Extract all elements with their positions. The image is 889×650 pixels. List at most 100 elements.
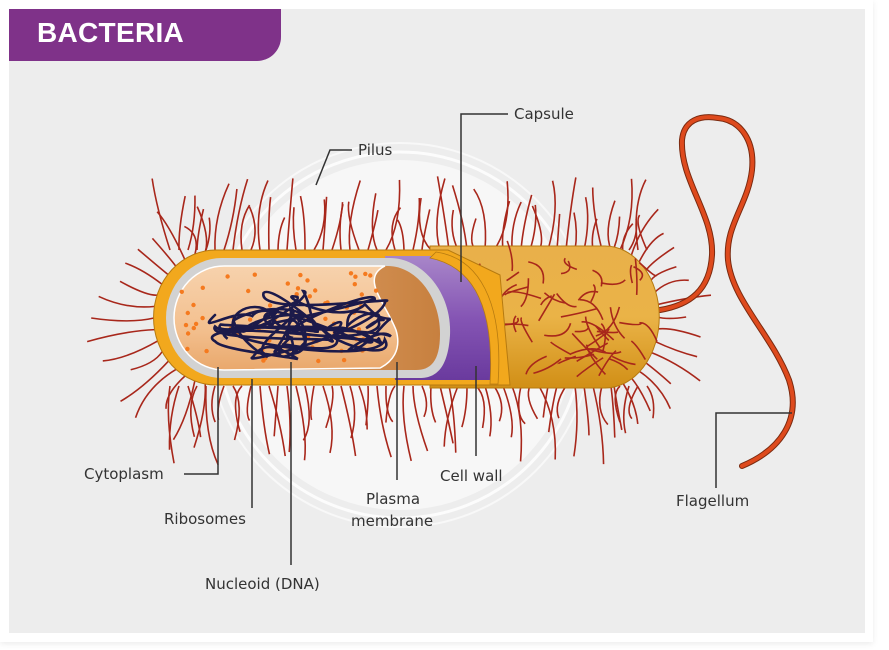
- pilus-leader: [315, 149, 352, 186]
- pilus: [268, 385, 286, 457]
- dna-strand: [207, 289, 392, 361]
- pilus: [371, 193, 378, 251]
- label-ribosomes: Ribosomes: [164, 510, 246, 528]
- pilus: [365, 385, 370, 426]
- pilus: [630, 208, 659, 257]
- pilus: [292, 207, 297, 251]
- capsule-pilus: [563, 257, 578, 271]
- pilus: [391, 207, 402, 251]
- pilus: [348, 180, 362, 251]
- pilus: [248, 206, 256, 251]
- label-capsule: Capsule: [514, 105, 574, 123]
- capsule-pilus: [520, 278, 530, 308]
- ribosome: [225, 274, 230, 279]
- pilus: [583, 197, 589, 251]
- ribosome: [185, 346, 190, 352]
- pilus: [421, 209, 431, 251]
- pilus: [358, 385, 368, 430]
- pilus: [232, 178, 249, 251]
- capsule-pilus: [577, 290, 599, 301]
- ribosome: [252, 272, 257, 277]
- pilus: [637, 232, 664, 264]
- pilus: [621, 223, 634, 252]
- ribosome: [200, 285, 205, 290]
- pilus: [190, 385, 198, 438]
- pilus: [98, 295, 156, 308]
- pilus: [322, 196, 328, 251]
- pilus: [91, 317, 155, 322]
- capsule-pilus: [611, 355, 636, 366]
- capsule-pilus: [595, 325, 610, 341]
- capsule-pilus: [557, 355, 577, 365]
- pilus: [547, 385, 558, 433]
- pilus: [547, 180, 556, 251]
- ribosome: [193, 321, 199, 327]
- pilus: [511, 385, 523, 462]
- capsule-pilus: [634, 258, 638, 295]
- capsule-pilus: [638, 261, 658, 277]
- pilus: [211, 385, 216, 423]
- capsule-pilus: [587, 347, 622, 355]
- pilus: [310, 385, 315, 421]
- ribosome: [185, 331, 191, 336]
- pilus: [418, 197, 432, 251]
- pilus: [412, 197, 421, 251]
- pilus: [151, 237, 177, 268]
- labels: Pilus Capsule Cytoplasm Ribosomes Nucleo…: [84, 105, 749, 593]
- nucleoid-dna: [207, 289, 392, 361]
- pilus: [573, 385, 578, 457]
- pilus: [376, 385, 392, 458]
- pilus: [259, 385, 271, 455]
- pilus: [86, 328, 155, 343]
- ribosome: [313, 288, 318, 293]
- capsule-pilus: [598, 350, 617, 377]
- label-plasma-membrane-line1: Plasma: [366, 490, 420, 508]
- pilus: [598, 385, 609, 426]
- capsule-pilus: [584, 316, 601, 349]
- pilus: [232, 385, 240, 441]
- pilus: [493, 385, 503, 422]
- page-title: BACTERIA: [37, 17, 185, 48]
- diagram-panel: Pilus Capsule Cytoplasm Ribosomes Nucleo…: [9, 9, 865, 633]
- pilus: [565, 177, 577, 251]
- pilus: [196, 208, 205, 251]
- pilus: [172, 380, 196, 441]
- capsule-pilus: [596, 330, 619, 334]
- pilus: [451, 185, 468, 251]
- ribosome: [285, 281, 290, 286]
- pilus: [607, 200, 616, 251]
- capsule-pilus: [579, 298, 604, 321]
- pili-on-capsule: [478, 240, 658, 378]
- pilus: [436, 178, 446, 251]
- pilus: [313, 199, 326, 251]
- capsule-pilus: [576, 342, 609, 362]
- capsule-pilus: [543, 292, 566, 304]
- capsule-pilus: [544, 322, 572, 337]
- pilus: [630, 377, 651, 412]
- pilus: [119, 280, 158, 296]
- capsule-pilus: [560, 307, 598, 318]
- cytoplasm-leader: [184, 367, 219, 475]
- pilus: [443, 385, 459, 447]
- pilus: [165, 375, 186, 409]
- label-cytoplasm: Cytoplasm: [84, 465, 164, 483]
- label-cell-wall: Cell wall: [440, 467, 503, 485]
- pilus: [619, 178, 633, 251]
- pilus: [246, 385, 252, 421]
- pilus: [649, 351, 701, 382]
- pilus: [302, 385, 310, 441]
- capsule-pilus: [581, 321, 615, 341]
- capsule-pilus: [556, 293, 577, 308]
- ribosome: [359, 292, 364, 297]
- pilus: [646, 385, 655, 419]
- pilus: [628, 385, 639, 420]
- title-banner: BACTERIA: [9, 9, 281, 61]
- capsule-pilus: [633, 265, 644, 281]
- ribosome: [247, 317, 253, 322]
- pilus: [517, 385, 526, 425]
- capsule-pilus: [609, 358, 629, 371]
- pilus: [102, 340, 159, 362]
- capsule-pilus: [600, 279, 626, 286]
- pilus: [614, 385, 621, 423]
- ribosome: [183, 322, 189, 328]
